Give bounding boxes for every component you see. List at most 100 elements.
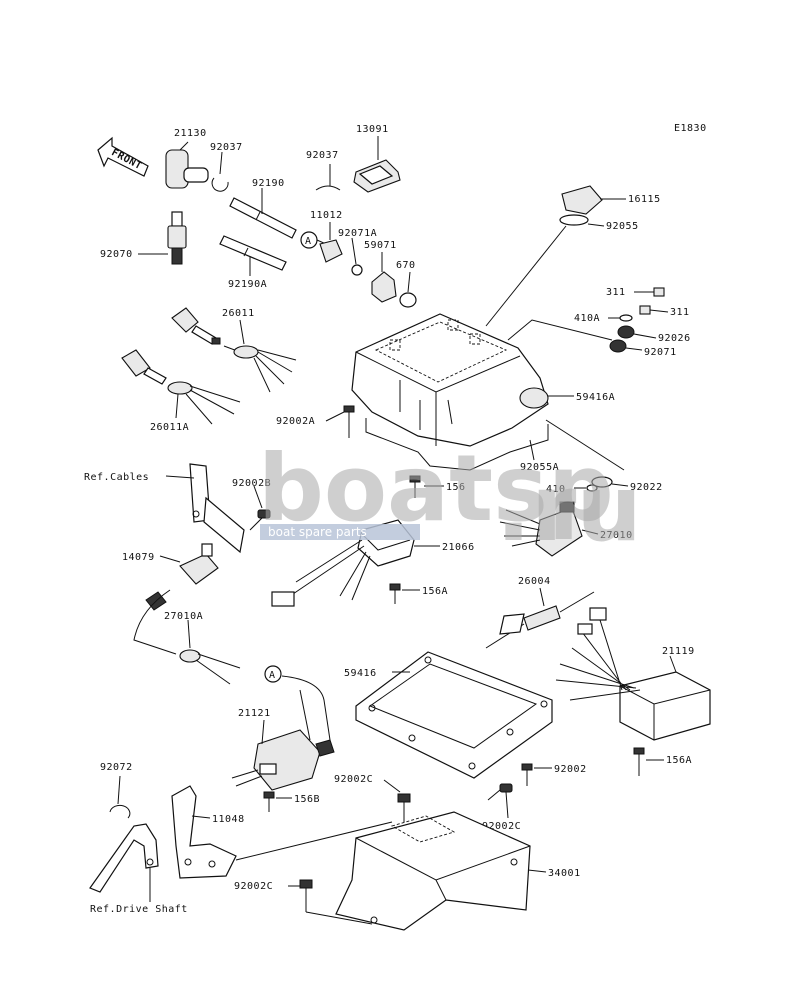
part-label-92190: 92190: [252, 178, 285, 189]
part-label-311-b: 311: [670, 307, 690, 318]
clip-92037-right: [315, 164, 341, 191]
front-arrow-icon: FRONT: [97, 136, 149, 177]
nut-311-b: [639, 305, 669, 315]
marker-a-lower: A: [264, 665, 282, 683]
leader-92071: [507, 319, 613, 341]
part-label-21066: 21066: [442, 542, 475, 553]
part-label-59071: 59071: [364, 240, 397, 251]
part-label-92037-b: 92037: [306, 150, 339, 161]
part-label-156b: 156B: [294, 794, 320, 805]
o-ring-92022: [545, 419, 629, 488]
control-unit-21119: [555, 607, 711, 741]
hose-92190: [229, 188, 297, 239]
cap-16115: [561, 185, 626, 215]
svg-text:A: A: [305, 236, 312, 247]
part-label-27010a: 27010A: [164, 611, 203, 622]
part-label-34001: 34001: [548, 868, 581, 879]
part-label-92002c-a: 92002C: [334, 774, 373, 785]
sensor-26011: [171, 307, 297, 393]
relay-14079: [159, 543, 219, 585]
fitting-59071: [371, 252, 397, 303]
part-label-92002b: 92002B: [232, 478, 271, 489]
part-label-92190a: 92190A: [228, 279, 267, 290]
part-label-156a-mid: 156A: [422, 586, 448, 597]
part-label-92055: 92055: [606, 221, 639, 232]
bolt-156-center: [409, 475, 444, 498]
part-label-26011a: 26011A: [150, 422, 189, 433]
ref-drive-shaft-label: Ref.Drive Shaft: [90, 904, 188, 915]
fuse-26004: [485, 587, 595, 649]
bracket-ref-cables: [165, 463, 245, 554]
part-label-156a-right: 156A: [666, 755, 692, 766]
circlip-92072: [109, 775, 131, 819]
svg-text:boat spare parts: boat spare parts: [268, 525, 367, 539]
reference-code: E1830: [674, 123, 707, 134]
part-label-21119: 21119: [662, 646, 695, 657]
washer-410: [574, 484, 598, 492]
o-ring-670: [399, 271, 417, 308]
part-label-92022: 92022: [630, 482, 663, 493]
part-label-21121: 21121: [238, 708, 271, 719]
part-label-92026: 92026: [658, 333, 691, 344]
part-label-92002c-b: 92002C: [482, 821, 521, 832]
part-label-92072: 92072: [100, 762, 133, 773]
part-label-11012: 11012: [310, 210, 343, 221]
bolt-156a-mid: [389, 583, 420, 604]
part-label-92037-a: 92037: [210, 142, 243, 153]
washer-410a: [608, 314, 633, 322]
sensor-27010a: [133, 589, 241, 685]
part-label-21130: 21130: [174, 128, 207, 139]
part-label-92002c-c: 92002C: [234, 881, 273, 892]
ring-92071a: [351, 237, 363, 276]
hose-92190a: [219, 235, 287, 276]
part-label-27010: 27010: [600, 530, 633, 541]
bolt-92002c-mid: [397, 793, 411, 822]
part-label-670: 670: [396, 260, 416, 271]
o-ring-92055: [559, 214, 605, 227]
bolt-92002a: [325, 405, 355, 438]
part-label-92002: 92002: [554, 764, 587, 775]
bolt-156a-right: [633, 747, 664, 776]
part-label-92071: 92071: [644, 347, 677, 358]
part-label-59416: 59416: [344, 668, 377, 679]
bolt-156b: [263, 791, 292, 812]
part-label-14079: 14079: [122, 552, 155, 563]
sensor-27010: [499, 501, 599, 557]
part-label-156: 156: [446, 482, 466, 493]
part-label-92070: 92070: [100, 249, 133, 260]
grommet-11012: [319, 222, 343, 263]
part-label-59416a: 59416A: [576, 392, 615, 403]
svg-text:.ru: .ru: [496, 455, 642, 562]
bracket-34001: [335, 811, 547, 931]
bolt-92002b: [249, 485, 271, 531]
cap-92026: [617, 325, 657, 339]
ignition-cap-21130: [165, 141, 209, 189]
case-tray-59416: [355, 651, 553, 779]
bracket-11048: [171, 785, 393, 879]
electric-case-59416a: [351, 313, 574, 447]
clip-92037-left: [211, 151, 229, 192]
part-label-92055a: 92055A: [520, 462, 559, 473]
part-label-16115: 16115: [628, 194, 661, 205]
part-label-92071a: 92071A: [338, 228, 377, 239]
spark-plug-92070: [138, 211, 187, 265]
marker-a-top: A: [300, 231, 327, 249]
part-label-26004: 26004: [518, 576, 551, 587]
sensor-26011a: [121, 349, 241, 425]
svg-text:A: A: [269, 670, 276, 681]
part-label-311-a: 311: [606, 287, 626, 298]
bolt-92002: [521, 763, 552, 786]
gasket-92055a: [365, 418, 549, 471]
connector-block-13091: [353, 136, 401, 193]
drive-shaft-holder: [89, 823, 159, 902]
bolt-92002c-bottom: [288, 879, 373, 925]
part-label-410a: 410A: [574, 313, 600, 324]
watermark-logo: boatsp .ru boat spare parts: [258, 435, 642, 562]
part-label-92002a: 92002A: [276, 416, 315, 427]
ignition-coil-21121: [231, 675, 335, 791]
leader-92055: [485, 225, 567, 327]
part-label-11048: 11048: [212, 814, 245, 825]
nut-311-a: [634, 287, 665, 297]
part-label-410: 410: [546, 484, 566, 495]
cap-92071: [609, 339, 643, 353]
